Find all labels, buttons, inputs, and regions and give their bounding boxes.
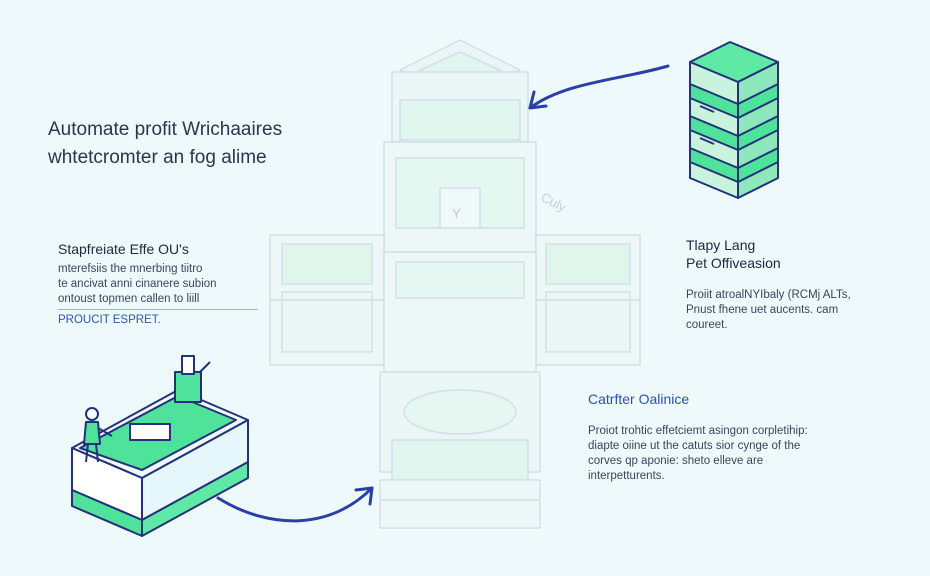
central-tower-illustration xyxy=(269,39,641,529)
left-block-body: mterefsiis the mnerbing tiitro te anciva… xyxy=(58,262,258,307)
left-block-title: Stapfreiate Effe OU's xyxy=(58,241,189,257)
bottom-block-body: Proiot trohtic effetciemt asingon corple… xyxy=(588,424,808,484)
left-info-block: Stapfreiate Effe OU's mterefsiis the mne… xyxy=(58,240,258,326)
left-block-line: te ancivat anni cinanere subion xyxy=(58,278,217,290)
headline-line-1: Automate profit Wrichaaires xyxy=(48,119,283,140)
left-block-line: ontoust topmen callen to liill xyxy=(58,293,200,305)
arrow-top-icon xyxy=(528,64,670,110)
bottom-block-line: Proiot trohtic effetciemt asingon corple… xyxy=(588,425,808,437)
bottom-info-block: Catrfter Oalinice Proiot trohtic effetci… xyxy=(588,390,808,484)
tower-side-label: Culy xyxy=(539,189,569,215)
right-block-line: coureet. xyxy=(686,319,728,331)
bottom-block-line: diapte oiine ut the catuts sior cynge of… xyxy=(588,440,801,452)
right-block-title-1: Tlapy Lang xyxy=(686,237,756,253)
headline: Automate profit Wrichaaires whtetcromter… xyxy=(48,116,282,172)
right-block-body: Proiit atroalNYIbaly (RCMj ALTs, Pnust f… xyxy=(686,288,851,333)
bottom-block-line: corves qp aponie: sheto elleve are xyxy=(588,455,764,467)
right-block-line: Pnust fhene uet aucents. cam xyxy=(686,304,839,316)
left-block-divider xyxy=(58,309,258,310)
right-info-block: Tlapy Lang Pet Offiveasion Proiit atroal… xyxy=(686,236,851,333)
left-block-tagline: PROUCIT ESPRET. xyxy=(58,314,161,326)
server-stack-icon xyxy=(689,41,779,199)
machine-workstation-illustration xyxy=(71,355,249,537)
bottom-block-title: Catrfter Oalinice xyxy=(588,391,690,407)
headline-line-2: whtetcromter an fog alime xyxy=(48,147,267,168)
right-block-line: Proiit atroalNYIbaly (RCMj ALTs, xyxy=(686,289,851,301)
right-block-title-2: Pet Offiveasion xyxy=(686,255,781,271)
arrow-bottom-icon xyxy=(216,486,374,523)
tower-center-label: Y xyxy=(452,206,461,221)
bottom-block-line: interpetturents. xyxy=(588,470,665,482)
left-block-line: mterefsiis the mnerbing tiitro xyxy=(58,263,203,275)
